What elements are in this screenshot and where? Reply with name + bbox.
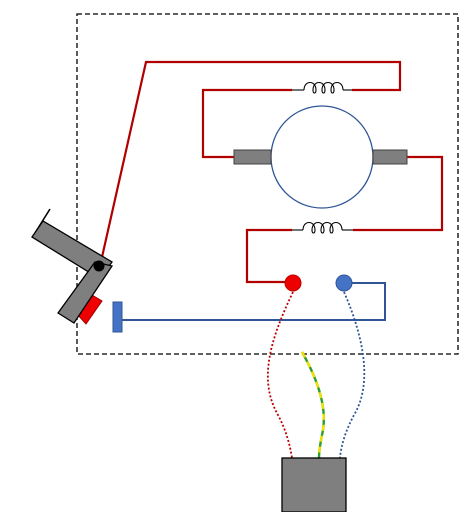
field-coil-top xyxy=(292,81,352,94)
cable-earth-green xyxy=(300,351,325,459)
live-wire-bottom-coil-to-terminal xyxy=(245,228,292,284)
live-wiring xyxy=(98,60,444,284)
power-cable xyxy=(266,291,366,459)
armature-circle xyxy=(270,105,374,209)
live-wire-top-coil-to-left-brush xyxy=(201,88,292,159)
neutral-terminal xyxy=(335,274,353,292)
switch-pivot xyxy=(93,260,105,272)
housing-outline xyxy=(76,13,459,355)
toggle-switch xyxy=(31,208,114,325)
neutral-wire xyxy=(121,282,386,321)
brush-left xyxy=(233,149,272,165)
switch-lever-body xyxy=(57,261,114,324)
switch-lever-arm xyxy=(31,220,113,280)
cable-earth-yellow xyxy=(300,351,325,459)
live-terminal xyxy=(284,274,302,292)
brush-right xyxy=(372,149,408,165)
live-wire-switch-to-top xyxy=(98,60,402,267)
cable-neutral xyxy=(339,291,366,459)
power-plug xyxy=(281,457,347,512)
field-coil-bottom xyxy=(292,221,353,234)
switch-contact xyxy=(112,301,123,333)
live-wire-right-brush-to-bottom-coil xyxy=(353,155,444,232)
cable-live xyxy=(266,291,294,459)
